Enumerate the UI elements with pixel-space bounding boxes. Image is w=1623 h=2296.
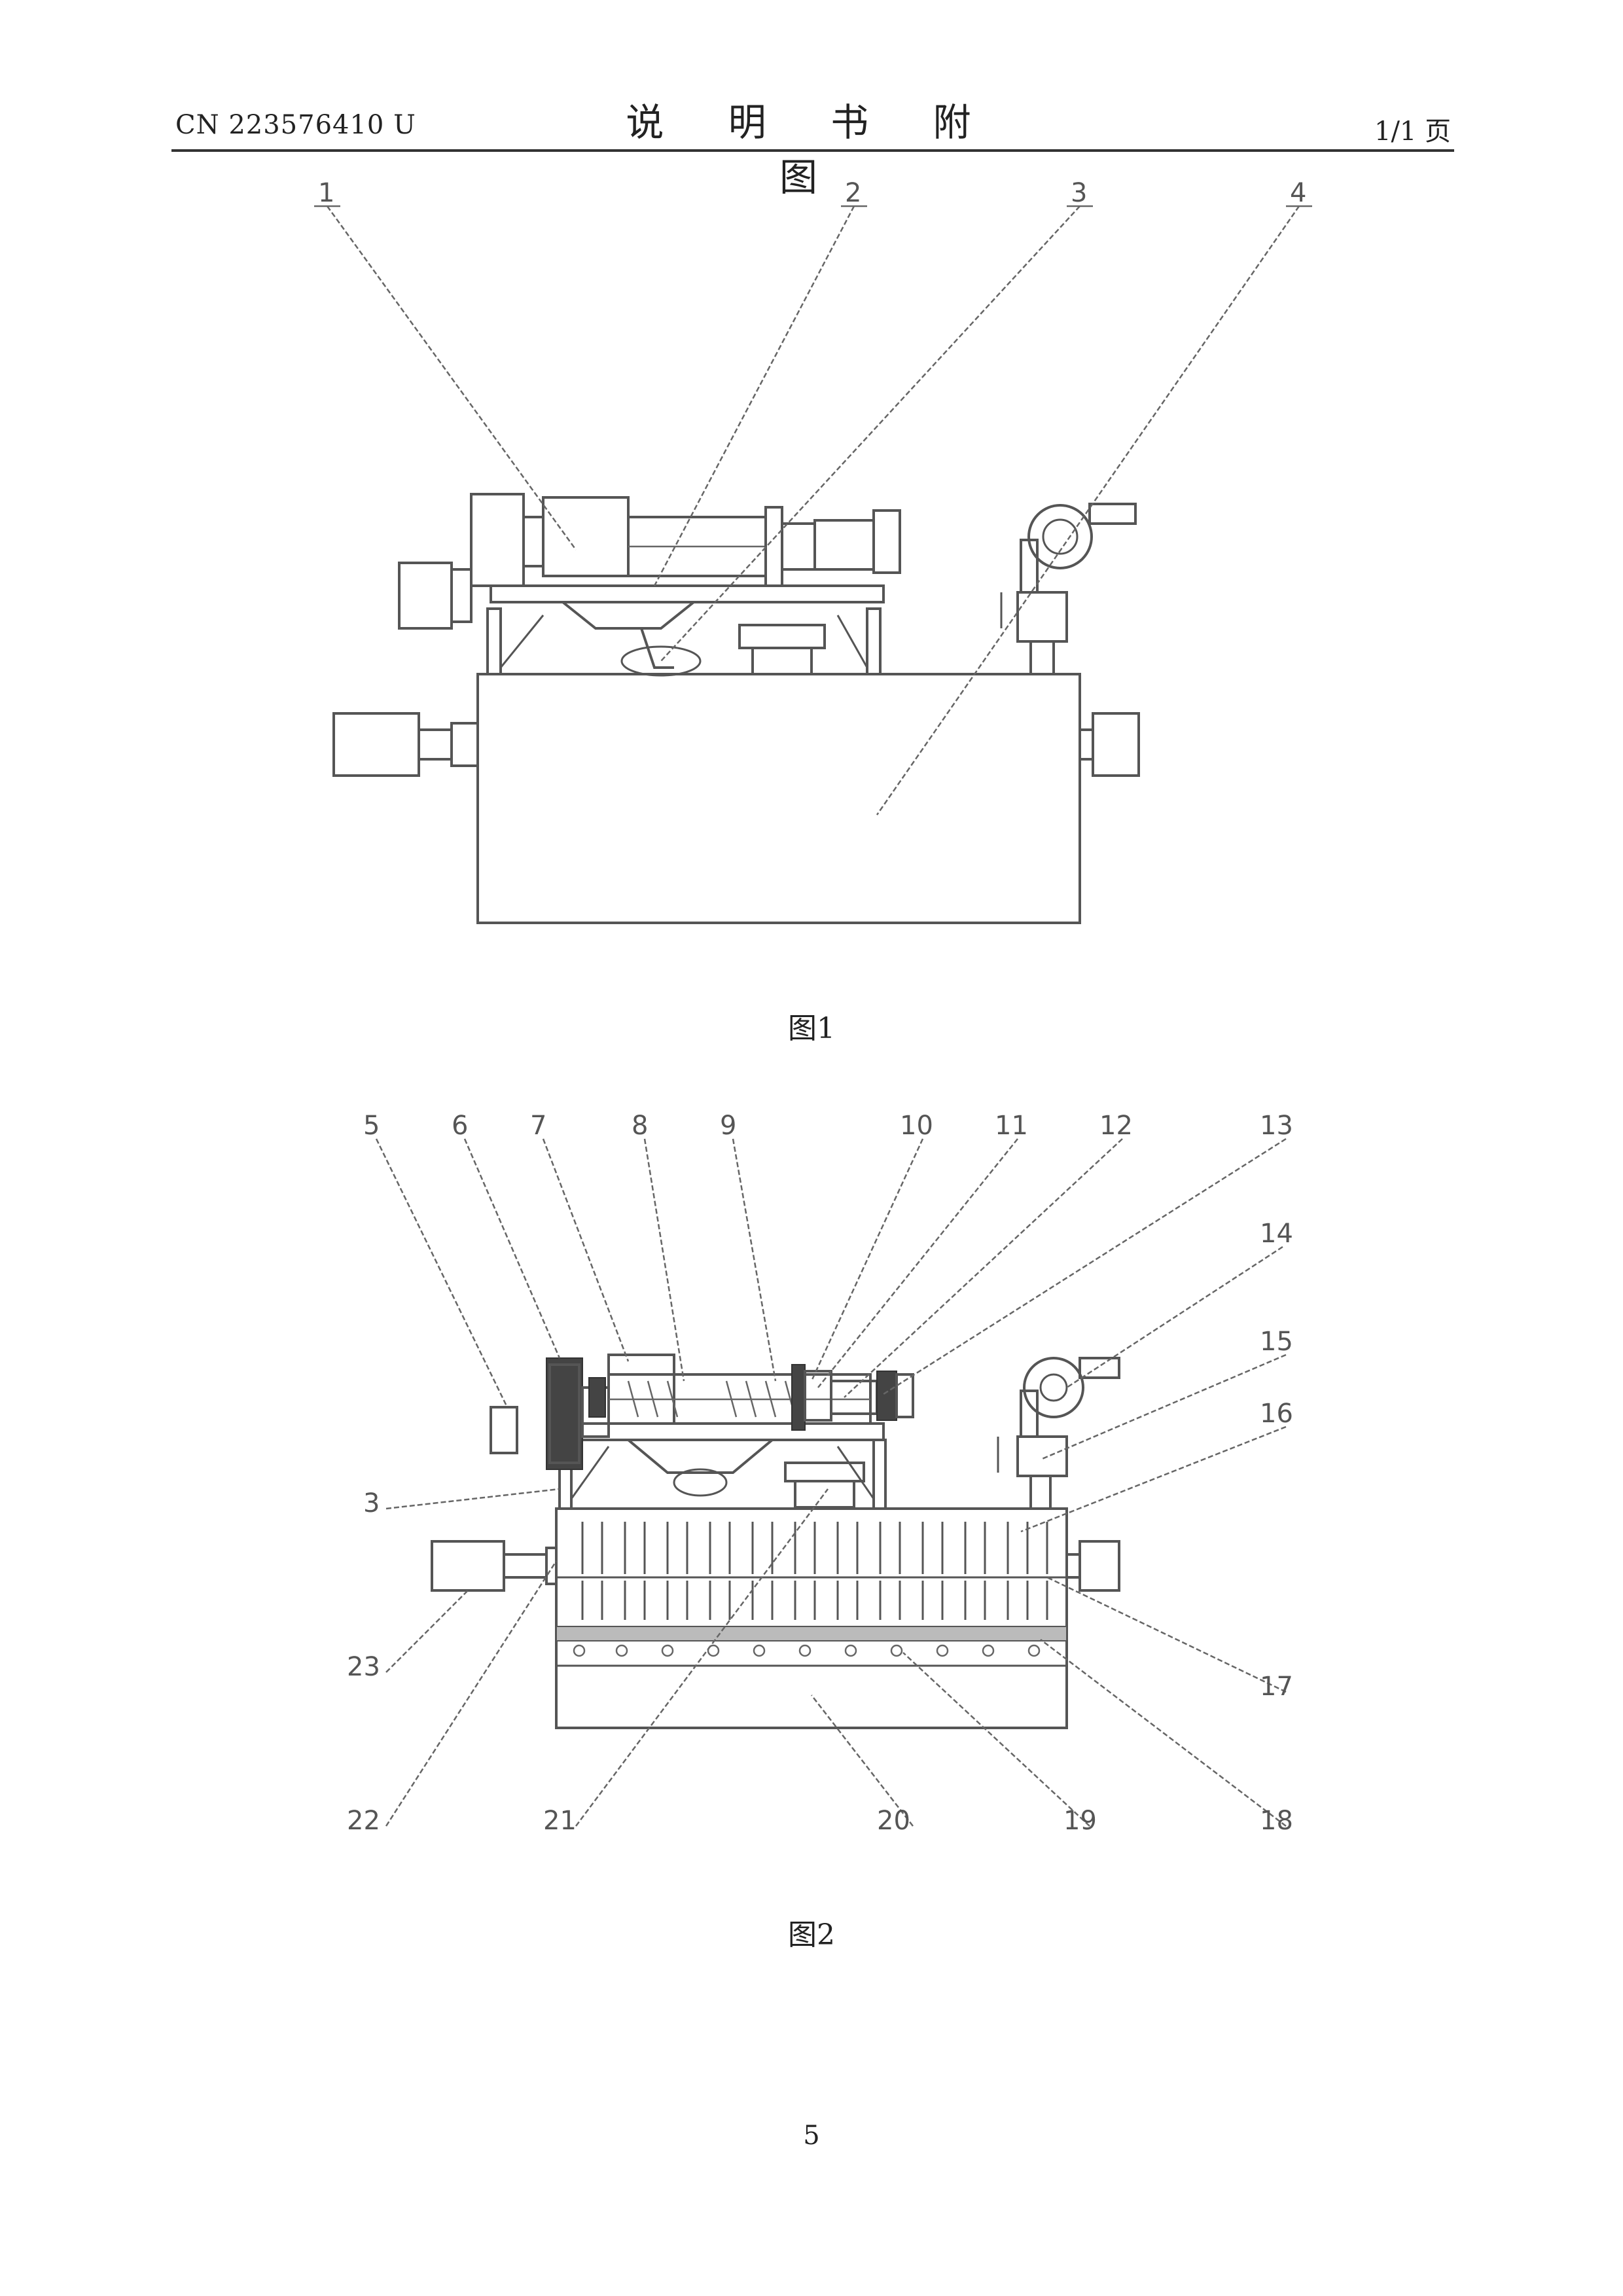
fig2-callout-17: 17 (1260, 1672, 1293, 1702)
fig1-callout-3: 3 (1071, 178, 1087, 208)
fig2-callout-14: 14 (1260, 1219, 1293, 1249)
fig2-callout-20: 20 (877, 1806, 910, 1836)
page-number: 5 (746, 2121, 877, 2151)
fig1-callout-2: 2 (845, 178, 861, 208)
fig2-callout-22: 22 (347, 1806, 380, 1836)
fig2-callout-16: 16 (1260, 1399, 1293, 1429)
fig2-callout-10: 10 (900, 1111, 933, 1141)
fig2-callout-12: 12 (1099, 1111, 1133, 1141)
fig2-callout-18: 18 (1260, 1806, 1293, 1836)
fig2-callout-11: 11 (995, 1111, 1028, 1141)
fig1-callout-1: 1 (318, 178, 334, 208)
figure-2-drawing (376, 1139, 1286, 1826)
figure-1-drawing (314, 206, 1312, 923)
fig2-callout-6: 6 (452, 1111, 468, 1141)
fig2-callout-19: 19 (1063, 1806, 1097, 1836)
fig1-callout-4: 4 (1290, 178, 1306, 208)
fig2-callout-5: 5 (363, 1111, 380, 1141)
figure-2-caption: 图2 (746, 1911, 877, 1953)
fig2-callout-9: 9 (720, 1111, 736, 1141)
fig2-callout-15: 15 (1260, 1327, 1293, 1357)
fig2-callout-21: 21 (543, 1806, 577, 1836)
fig2-callout-23: 23 (347, 1652, 380, 1682)
fig2-callout-13: 13 (1260, 1111, 1293, 1141)
fig2-callout-8: 8 (632, 1111, 648, 1141)
fig2-callout-3: 3 (363, 1488, 380, 1518)
figure-1-caption: 图1 (746, 1005, 877, 1047)
fig2-callout-7: 7 (530, 1111, 546, 1141)
